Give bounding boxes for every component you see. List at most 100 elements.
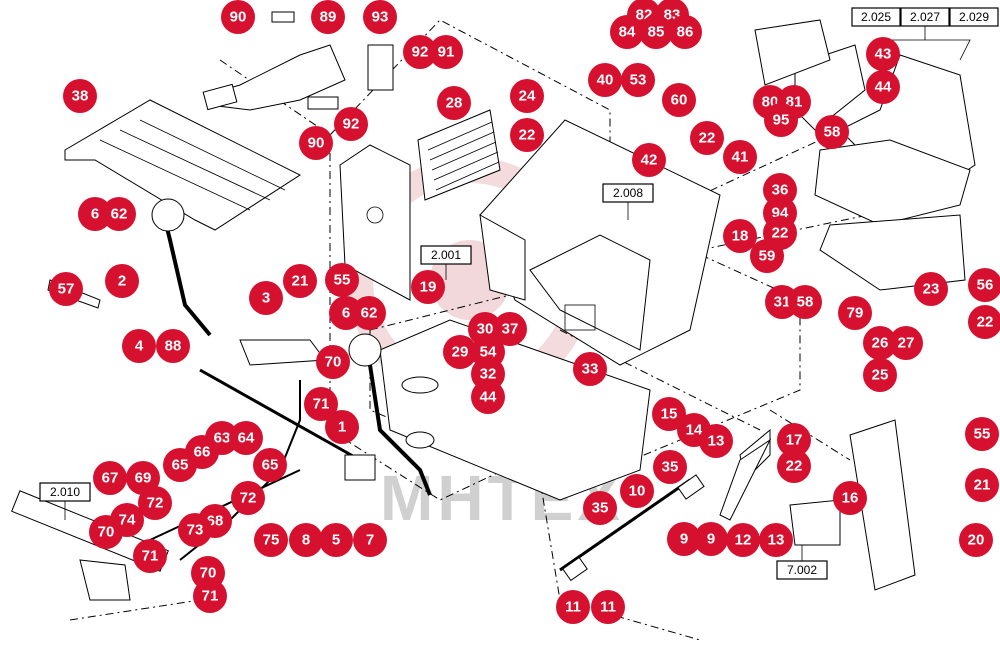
callout-badge bbox=[610, 15, 644, 49]
callout-badge bbox=[723, 140, 757, 174]
callout-label: 57 bbox=[58, 281, 75, 298]
callout-44: 44 bbox=[471, 380, 505, 414]
callout-43: 43 bbox=[866, 37, 900, 71]
callout-92: 92 bbox=[334, 107, 368, 141]
callout-label: 95 bbox=[773, 112, 790, 129]
ref-2.025: 2.025 bbox=[851, 7, 901, 27]
callout-11: 11 bbox=[591, 590, 625, 624]
callout-badge bbox=[838, 296, 872, 330]
callout-64: 64 bbox=[229, 421, 263, 455]
callout-badge bbox=[833, 481, 867, 515]
callout-badge bbox=[726, 523, 760, 557]
callout-label: 6 bbox=[342, 305, 350, 322]
svg-text:2.008: 2.008 bbox=[613, 186, 643, 200]
callout-16: 16 bbox=[833, 481, 867, 515]
callout-91: 91 bbox=[429, 35, 463, 69]
callout-label: 29 bbox=[452, 344, 469, 361]
callout-label: 41 bbox=[732, 149, 749, 166]
callout-label: 2 bbox=[118, 273, 126, 290]
callout-21: 21 bbox=[965, 468, 999, 502]
callout-badge bbox=[325, 263, 359, 297]
callout-badge bbox=[221, 0, 255, 34]
callout-71: 71 bbox=[304, 387, 338, 421]
callout-label: 37 bbox=[502, 321, 519, 338]
callout-label: 38 bbox=[72, 88, 89, 105]
callout-90: 90 bbox=[221, 0, 255, 34]
callout-72: 72 bbox=[231, 481, 265, 515]
callout-label: 6 bbox=[91, 206, 99, 223]
callout-62: 62 bbox=[352, 296, 386, 330]
callout-59: 59 bbox=[750, 239, 784, 273]
callout-89: 89 bbox=[311, 0, 345, 34]
callout-label: 84 bbox=[619, 24, 636, 41]
callout-badge bbox=[63, 79, 97, 113]
callout-label: 75 bbox=[263, 532, 280, 549]
callout-badge bbox=[959, 523, 993, 557]
callout-label: 85 bbox=[648, 24, 665, 41]
callout-8: 8 bbox=[289, 523, 323, 557]
callout-65: 65 bbox=[253, 448, 287, 482]
callout-label: 56 bbox=[977, 277, 994, 294]
callout-label: 86 bbox=[677, 24, 694, 41]
callout-label: 72 bbox=[147, 495, 164, 512]
callout-65: 65 bbox=[163, 448, 197, 482]
callout-86: 86 bbox=[668, 15, 702, 49]
callout-badge bbox=[965, 468, 999, 502]
callout-58: 58 bbox=[815, 115, 849, 149]
svg-text:2.025: 2.025 bbox=[861, 10, 891, 24]
callout-label: 54 bbox=[480, 344, 497, 361]
callout-label: 70 bbox=[98, 524, 115, 541]
callout-71: 71 bbox=[133, 539, 167, 573]
callout-67: 67 bbox=[93, 461, 127, 495]
callout-label: 53 bbox=[630, 72, 647, 89]
callout-41: 41 bbox=[723, 140, 757, 174]
callout-85: 85 bbox=[639, 15, 673, 49]
callout-label: 93 bbox=[372, 9, 389, 26]
callout-label: 70 bbox=[200, 565, 217, 582]
ref-2.029: 2.029 bbox=[949, 7, 999, 27]
callout-37: 37 bbox=[493, 312, 527, 346]
callout-badge bbox=[621, 63, 655, 97]
callout-badge bbox=[493, 312, 527, 346]
callout-9: 9 bbox=[694, 522, 728, 556]
callout-label: 9 bbox=[707, 531, 715, 548]
callout-badge bbox=[662, 83, 696, 117]
callout-badge bbox=[156, 329, 190, 363]
callout-label: 91 bbox=[438, 44, 455, 61]
callout-9: 9 bbox=[667, 522, 701, 556]
callout-label: 22 bbox=[772, 225, 789, 242]
callout-22: 22 bbox=[510, 118, 544, 152]
svg-text:2.029: 2.029 bbox=[959, 10, 989, 24]
callout-badge bbox=[750, 239, 784, 273]
callout-label: 21 bbox=[974, 477, 991, 494]
callout-label: 1 bbox=[338, 419, 346, 436]
callout-badge bbox=[411, 270, 445, 304]
callout-badge bbox=[304, 387, 338, 421]
callout-label: 72 bbox=[240, 490, 257, 507]
callout-26: 26 bbox=[863, 326, 897, 360]
callout-badge bbox=[889, 326, 923, 360]
callout-10: 10 bbox=[620, 474, 654, 508]
callout-badge bbox=[632, 143, 666, 177]
callout-badge bbox=[289, 523, 323, 557]
callout-badge bbox=[583, 491, 617, 525]
callout-label: 17 bbox=[786, 432, 803, 449]
callout-badge bbox=[968, 305, 1000, 339]
callout-label: 59 bbox=[759, 248, 776, 265]
callout-label: 32 bbox=[480, 366, 497, 383]
callout-label: 24 bbox=[519, 88, 536, 105]
callout-badge bbox=[759, 523, 793, 557]
callout-badge bbox=[777, 449, 811, 483]
callout-badge bbox=[653, 450, 687, 484]
callout-label: 28 bbox=[446, 95, 463, 112]
callout-label: 71 bbox=[313, 396, 330, 413]
callout-22: 22 bbox=[968, 305, 1000, 339]
callout-label: 27 bbox=[898, 335, 915, 352]
callout-label: 35 bbox=[662, 459, 679, 476]
callout-label: 25 bbox=[872, 367, 889, 384]
svg-text:7.002: 7.002 bbox=[787, 563, 817, 577]
callout-19: 19 bbox=[411, 270, 445, 304]
callout-label: 63 bbox=[214, 430, 231, 447]
callout-label: 35 bbox=[592, 500, 609, 517]
callout-label: 55 bbox=[974, 426, 991, 443]
